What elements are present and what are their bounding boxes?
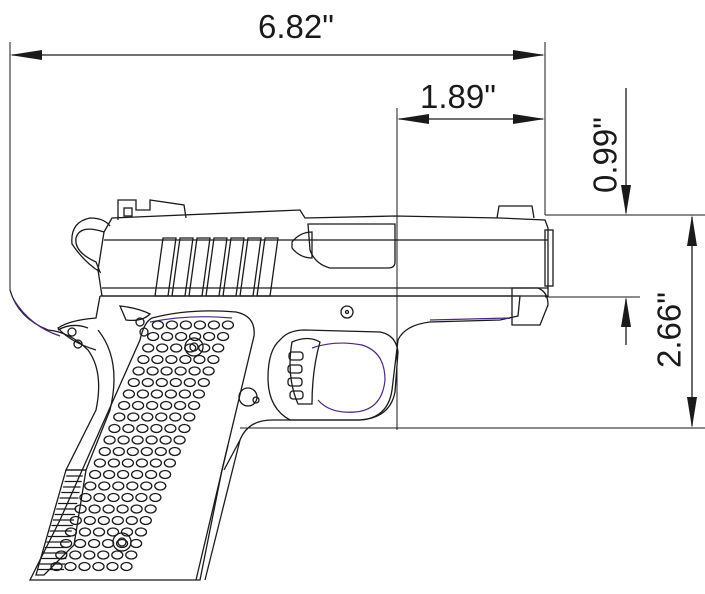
overall-left-arrow	[10, 50, 42, 60]
front-strap-inner	[195, 444, 229, 581]
frame-bottom-arrow	[687, 397, 697, 428]
barrel-length-label: 1.89"	[420, 78, 496, 115]
overall-right-arrow	[513, 50, 545, 60]
barrel-right-arrow	[513, 114, 545, 124]
frame-outline	[100, 295, 521, 471]
trigger-guard-inner	[311, 342, 386, 413]
rear-sight	[117, 199, 187, 220]
grip-safety-outline	[9, 289, 115, 471]
overall-length-label: 6.82"	[258, 8, 334, 45]
grip-panel	[28, 310, 255, 581]
frame-height-label: 2.66"	[651, 292, 688, 368]
grip-panel-accent	[149, 316, 233, 323]
slide-outline	[97, 209, 549, 297]
overall-length-dimension: 6.82"	[9, 8, 546, 290]
grip-safety	[9, 289, 115, 471]
recoil-guide	[511, 287, 549, 326]
slide-stop-pin	[340, 305, 354, 319]
rear-sight-dot	[123, 207, 133, 217]
port-ramp	[291, 231, 313, 259]
barrel-length-dimension: 1.89"	[396, 78, 545, 430]
sight-height-dimension: 0.99"	[545, 88, 640, 345]
sight-lower-arrow	[621, 297, 631, 327]
frame	[57, 287, 549, 471]
grip-panel-outline	[28, 310, 255, 581]
trigger-guard	[267, 329, 399, 421]
grip-texture	[50, 320, 235, 572]
mainspring-housing	[35, 469, 87, 576]
frame-top-arrow	[687, 215, 697, 246]
thumb-safety	[118, 305, 152, 322]
trigger	[289, 337, 321, 405]
ejection-port	[307, 223, 396, 269]
sight-upper-arrow	[621, 185, 631, 215]
frame-height-dimension: 2.66"	[240, 214, 705, 429]
sight-height-label: 0.99"	[587, 117, 624, 193]
front-sight	[496, 205, 535, 219]
slide	[97, 199, 554, 297]
frame-accent	[429, 317, 511, 321]
grip-safety-accent	[13, 299, 61, 337]
slide-serrations	[154, 237, 279, 297]
barrel-left-arrow	[397, 114, 429, 124]
hammer	[71, 217, 111, 274]
muzzle-end	[544, 229, 554, 287]
front-strap	[204, 439, 241, 581]
trigger-holes	[287, 351, 304, 400]
pistol-drawing	[9, 199, 554, 581]
